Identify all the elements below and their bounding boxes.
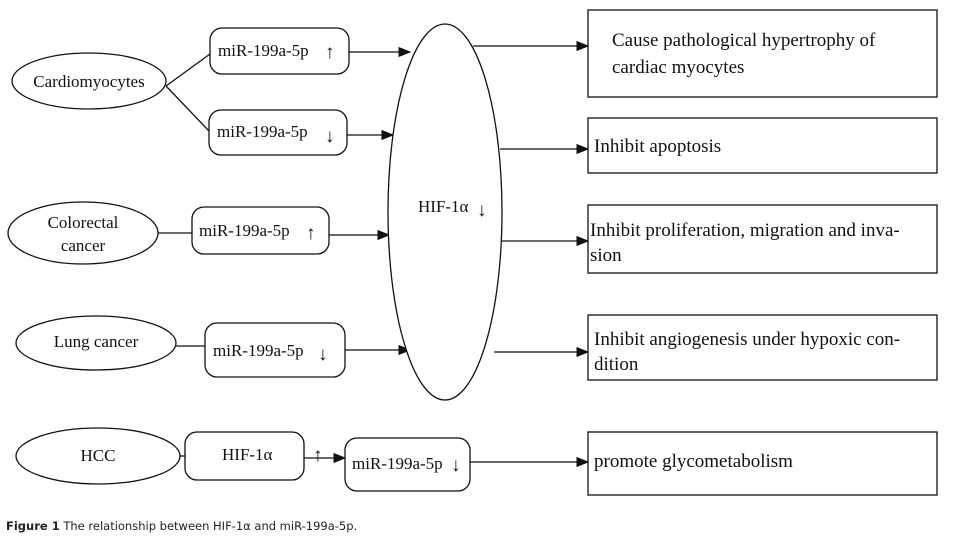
outcome-text-2: dition [594, 354, 639, 375]
caption-label: Figure 1 [6, 519, 60, 533]
outcome-text-1: Cause pathological hypertrophy of [612, 30, 876, 51]
hif-label: HIF-1α [222, 445, 273, 464]
outcome-text-2: sion [590, 245, 622, 266]
outcome-text: promote glycometabolism [594, 451, 793, 472]
outcome-text-2: cardiac myocytes [612, 57, 744, 78]
node-colorectal-cancer: Colorectal cancer [7, 201, 159, 265]
up-arrow-icon: ↑ [306, 223, 316, 244]
outcome-glycometabolism: promote glycometabolism [587, 431, 938, 496]
up-arrow-icon: ↑ [325, 42, 335, 63]
hcc-label: HCC [81, 446, 116, 465]
colorectal-label-1: Colorectal [48, 213, 119, 232]
down-arrow-icon: ↓ [477, 200, 487, 221]
connectors [158, 40, 590, 468]
outcome-proliferation: Inhibit proliferation, migration and inv… [587, 204, 938, 274]
mirna-up-cardio: miR-199a-5p ↑ [209, 27, 350, 75]
lung-label: Lung cancer [54, 332, 139, 351]
mirna-label: miR-199a-5p [218, 41, 309, 60]
hub-label: HIF-1α [418, 197, 469, 216]
mirna-label: miR-199a-5p [213, 341, 304, 360]
caption-text: The relationship between HIF-1α and miR-… [59, 519, 358, 533]
mirna-down-lung: miR-199a-5p ↓ [204, 322, 346, 378]
down-arrow-icon: ↓ [325, 126, 335, 147]
outcome-text: Inhibit apoptosis [594, 136, 721, 157]
hif-up-hcc: HIF-1α ↑ [184, 431, 323, 481]
down-arrow-icon: ↓ [318, 344, 328, 365]
up-arrow-icon: ↑ [313, 445, 323, 466]
outcome-angiogenesis: Inhibit angiogenesis under hypoxic con- … [587, 314, 938, 381]
mirna-label: miR-199a-5p [217, 122, 308, 141]
node-cardiomyocytes: Cardiomyocytes [11, 52, 167, 110]
mirna-label: miR-199a-5p [199, 221, 290, 240]
outcome-text-1: Inhibit angiogenesis under hypoxic con- [594, 329, 900, 350]
node-hcc: HCC [15, 427, 181, 485]
figure-caption: Figure 1 The relationship between HIF-1α… [6, 519, 357, 533]
cardiomyocytes-label: Cardiomyocytes [33, 72, 144, 91]
down-arrow-icon: ↓ [451, 455, 461, 476]
node-lung-cancer: Lung cancer [15, 315, 177, 371]
hub-hif1a: HIF-1α ↓ [387, 23, 503, 401]
mirna-up-colorectal: miR-199a-5p ↑ [191, 206, 330, 255]
outcome-hypertrophy: Cause pathological hypertrophy of cardia… [587, 9, 938, 98]
mirna-down-cardio: miR-199a-5p ↓ [208, 109, 348, 156]
mirna-down-hcc: miR-199a-5p ↓ [344, 437, 471, 492]
outcome-apoptosis: Inhibit apoptosis [587, 117, 938, 174]
outcome-text-1: Inhibit proliferation, migration and inv… [590, 220, 900, 241]
colorectal-label-2: cancer [61, 236, 106, 255]
mirna-label: miR-199a-5p [352, 454, 443, 473]
